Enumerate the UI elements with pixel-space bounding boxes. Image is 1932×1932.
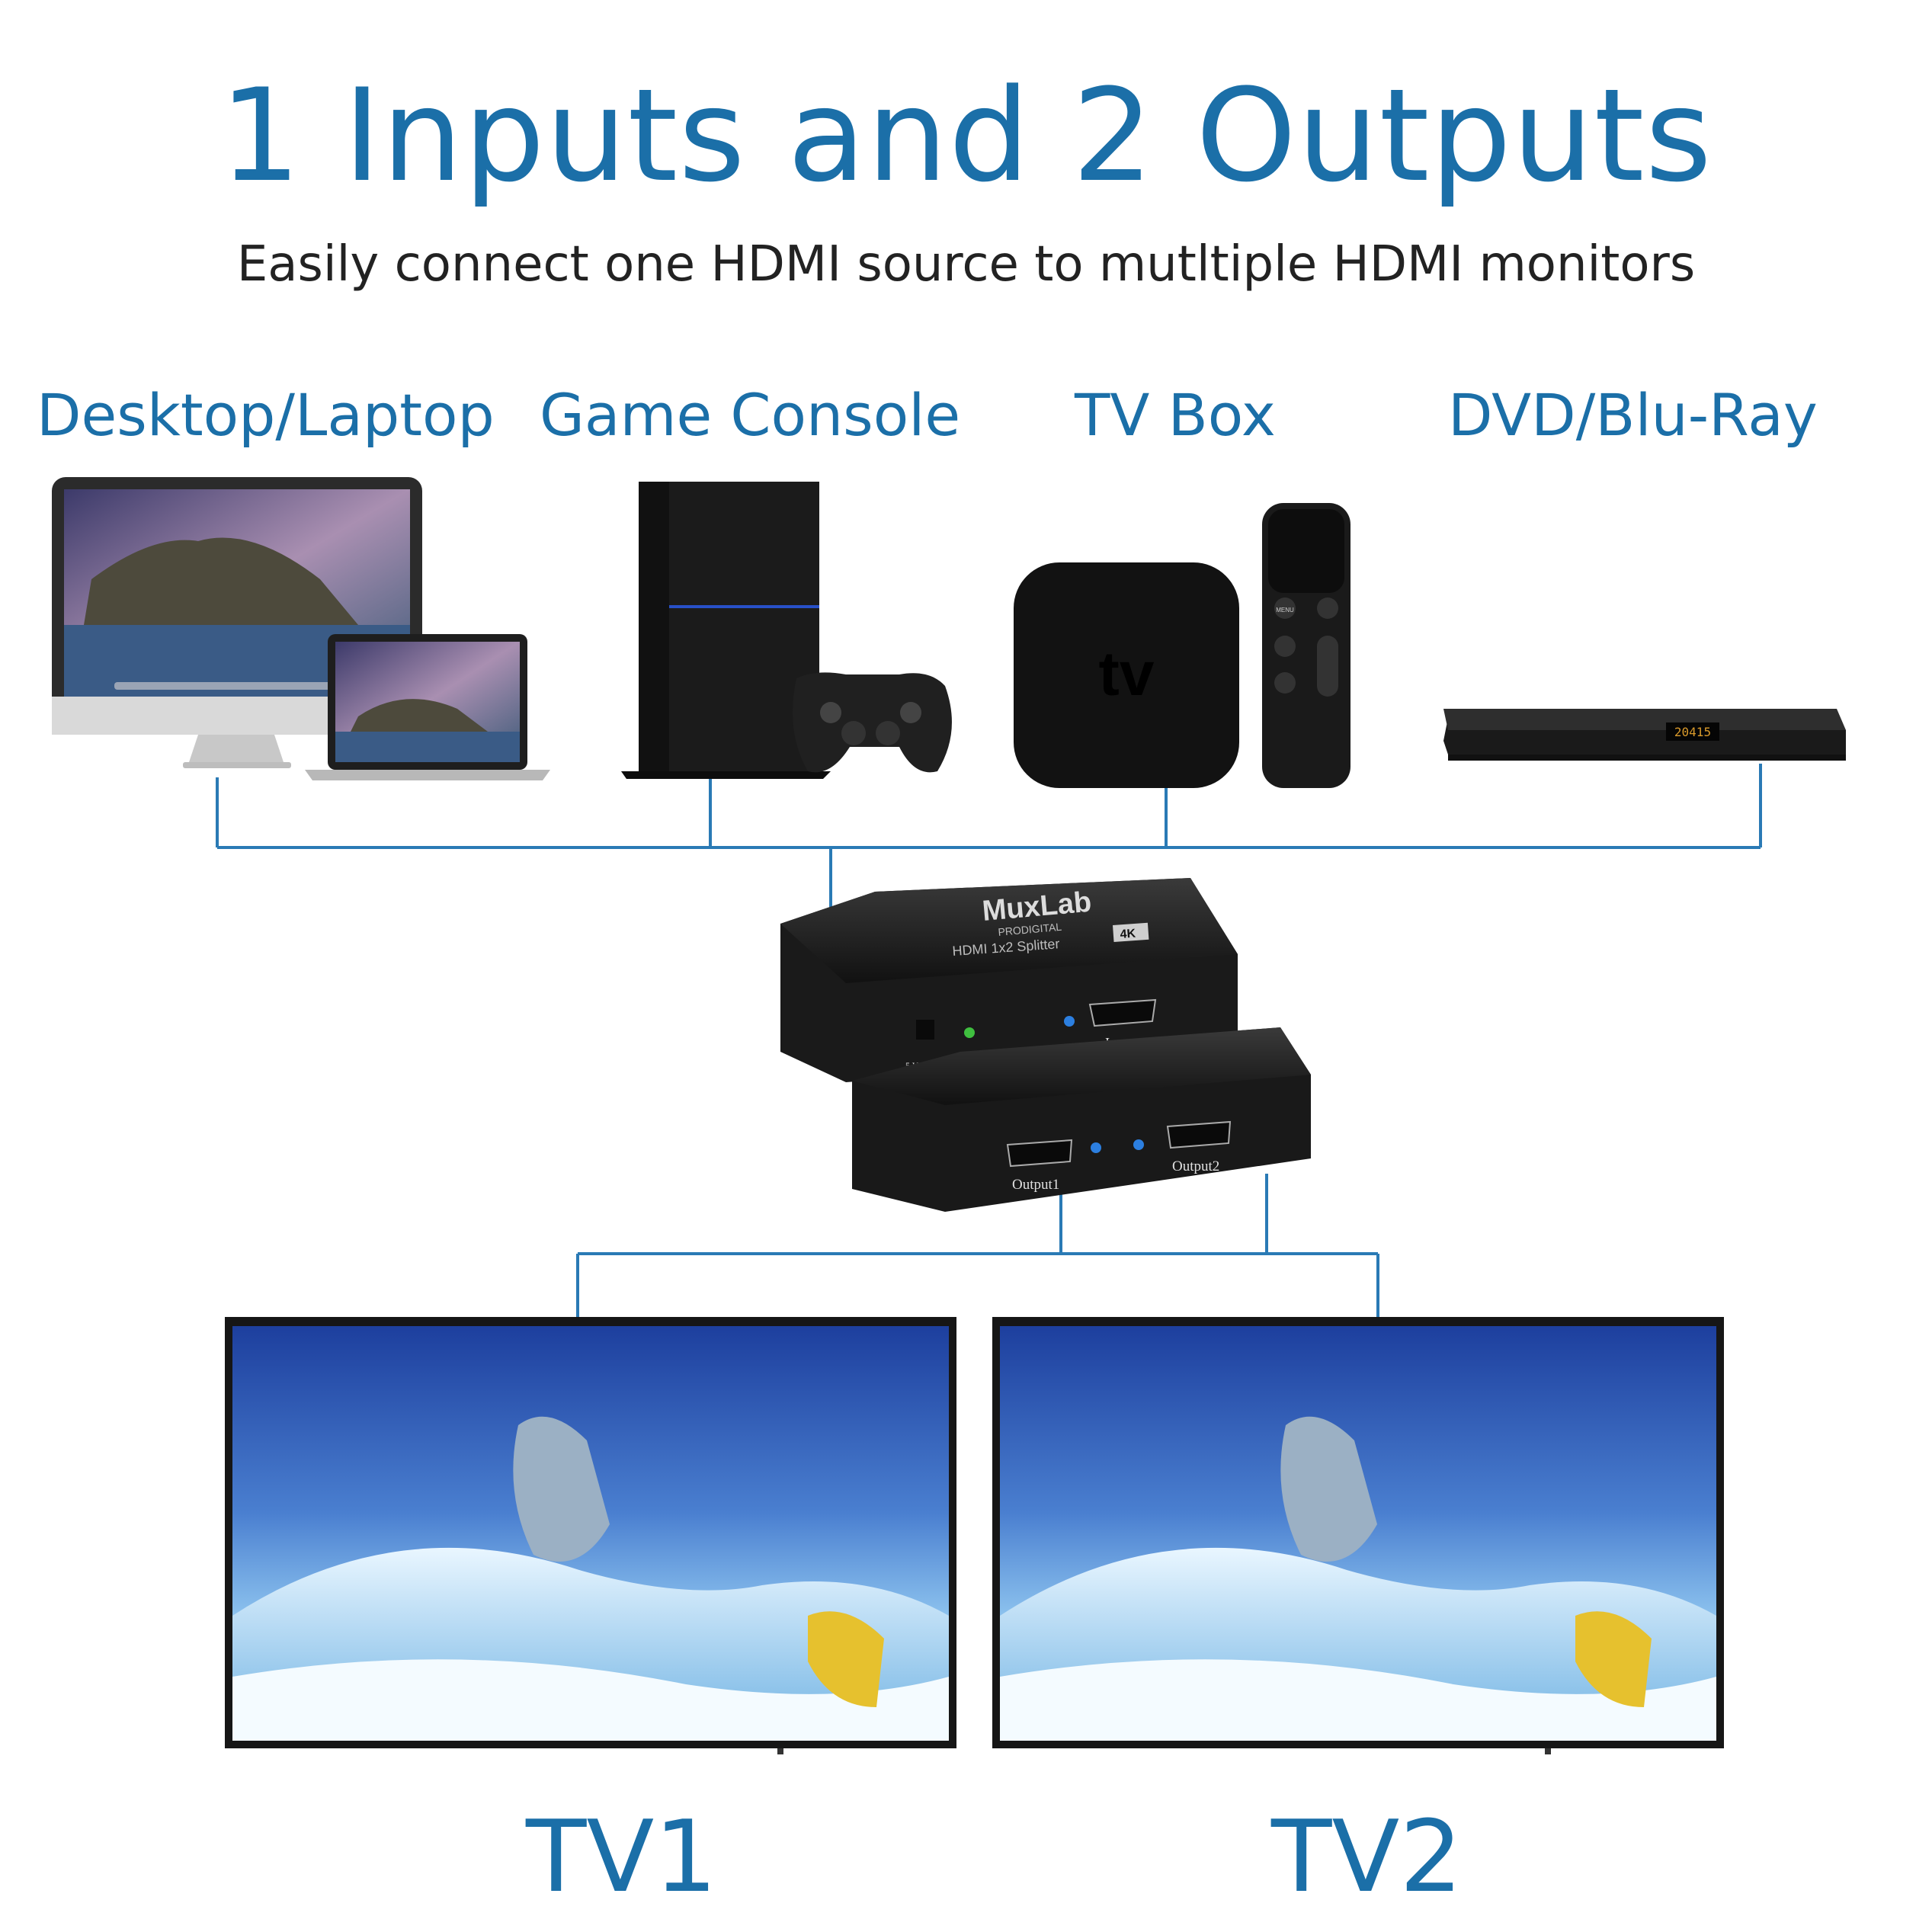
apple-tv-device: tv: [1014, 562, 1239, 788]
splitter-4k-badge: 4K: [1120, 928, 1136, 941]
tv1-label: TV1: [526, 1799, 718, 1914]
game-console-device: [621, 482, 831, 779]
tv2-label: TV2: [1271, 1799, 1463, 1914]
tv1-screen: [225, 1317, 956, 1754]
source-label-game-console: Game Console: [540, 381, 961, 449]
macbook-device: [305, 634, 550, 780]
splitter-input-unit: MuxLab PRODIGITAL HDMI 1x2 Splitter 4K I…: [780, 878, 1238, 1082]
tv2-screen: [992, 1317, 1724, 1754]
apple-tv-text: tv: [1099, 639, 1155, 709]
page-title: 1 Inputs and 2 Outputs: [219, 61, 1713, 210]
input-connection-lines: [216, 764, 1762, 907]
remote-menu-label: MENU: [1276, 607, 1294, 614]
remote-device: MENU: [1262, 503, 1350, 788]
dvd-display-text: 20415: [1674, 725, 1711, 739]
page-subtitle: Easily connect one HDMI source to mutlti…: [236, 236, 1696, 293]
source-label-tv-box: TV Box: [1075, 381, 1276, 449]
source-label-desktop-laptop: Desktop/Laptop: [37, 381, 495, 449]
output-connection-lines: [576, 1174, 1379, 1318]
source-label-dvd-bluray: DVD/Blu-Ray: [1448, 381, 1818, 449]
splitter-brand-sub: PRODIGITAL: [998, 921, 1062, 938]
dvd-player-device: 20415: [1443, 709, 1846, 761]
splitter-output1-label: Output1: [1012, 1177, 1059, 1193]
splitter-output2-label: Output2: [1172, 1158, 1219, 1174]
gamepad-icon: [793, 672, 952, 773]
splitter-output-unit: Output1 Output2: [852, 1027, 1311, 1212]
